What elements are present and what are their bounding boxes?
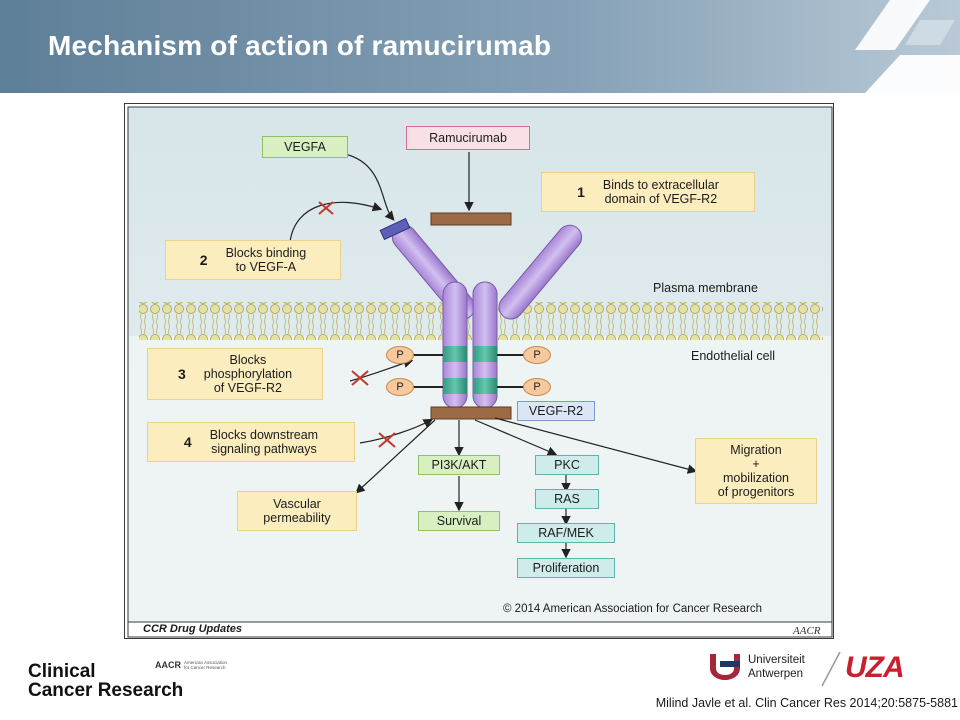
inhibit-x-binding (318, 201, 334, 215)
banner-logo: AACR (792, 625, 821, 637)
inhibit-x-downstream (378, 432, 396, 448)
phosphate-left-top: P (386, 346, 414, 364)
inhibit-x-phospho (351, 370, 369, 386)
endothelial-cell-label: Endothelial cell (691, 349, 776, 363)
mechanism-figure: AACR VEGFA Ramucirumab 1 Binds to extrac… (124, 103, 834, 639)
svg-text:AACR: AACR (792, 625, 821, 637)
university-antwerpen-logo: Universiteit Antwerpen (708, 652, 805, 682)
aacr-line2: for Cancer Research (184, 665, 226, 670)
pi3k-akt-box: PI3K/AKT (418, 455, 500, 475)
vegfa-label: VEGFA (262, 136, 348, 158)
survival-box: Survival (418, 511, 500, 531)
header-decoration (855, 0, 960, 93)
aacr-line1: American Association (184, 660, 228, 665)
raf-mek-box: RAF/MEK (517, 523, 615, 543)
receptor-right-arm (498, 224, 583, 320)
ramucirumab-label: Ramucirumab (406, 126, 530, 150)
journal-logo: Clinical Cancer Research (28, 662, 183, 700)
citation: Milind Javle et al. Clin Cancer Res 2014… (655, 696, 958, 710)
uza-logo: UZA (845, 651, 905, 684)
figure-banner: CCR Drug Updates (143, 623, 243, 635)
logo-divider (821, 651, 841, 687)
slide-title: Mechanism of action of ramucirumab (48, 30, 552, 61)
aacr-mark: AACR (155, 660, 181, 670)
journal-line2: Cancer Research (28, 680, 184, 701)
university-line1: Universiteit (748, 654, 805, 666)
phosphate-right-top: P (523, 346, 551, 364)
slide-header: Mechanism of action of ramucirumab (0, 0, 960, 93)
plasma-membrane-label: Plasma membrane (653, 281, 758, 295)
university-shield-icon (710, 654, 740, 680)
proliferation-box: Proliferation (517, 558, 615, 578)
phosphate-right-bottom: P (523, 378, 551, 396)
vegf-r2-label: VEGF-R2 (517, 401, 595, 421)
copyright: © 2014 American Association for Cancer R… (503, 603, 763, 615)
phosphate-left-bottom: P (386, 378, 414, 396)
ras-box: RAS (535, 489, 599, 509)
pkc-box: PKC (535, 455, 599, 475)
aacr-logo: AACR American Association for Cancer Res… (155, 660, 227, 670)
journal-line1: Clinical (28, 661, 96, 682)
university-line2: Antwerpen (748, 668, 803, 680)
